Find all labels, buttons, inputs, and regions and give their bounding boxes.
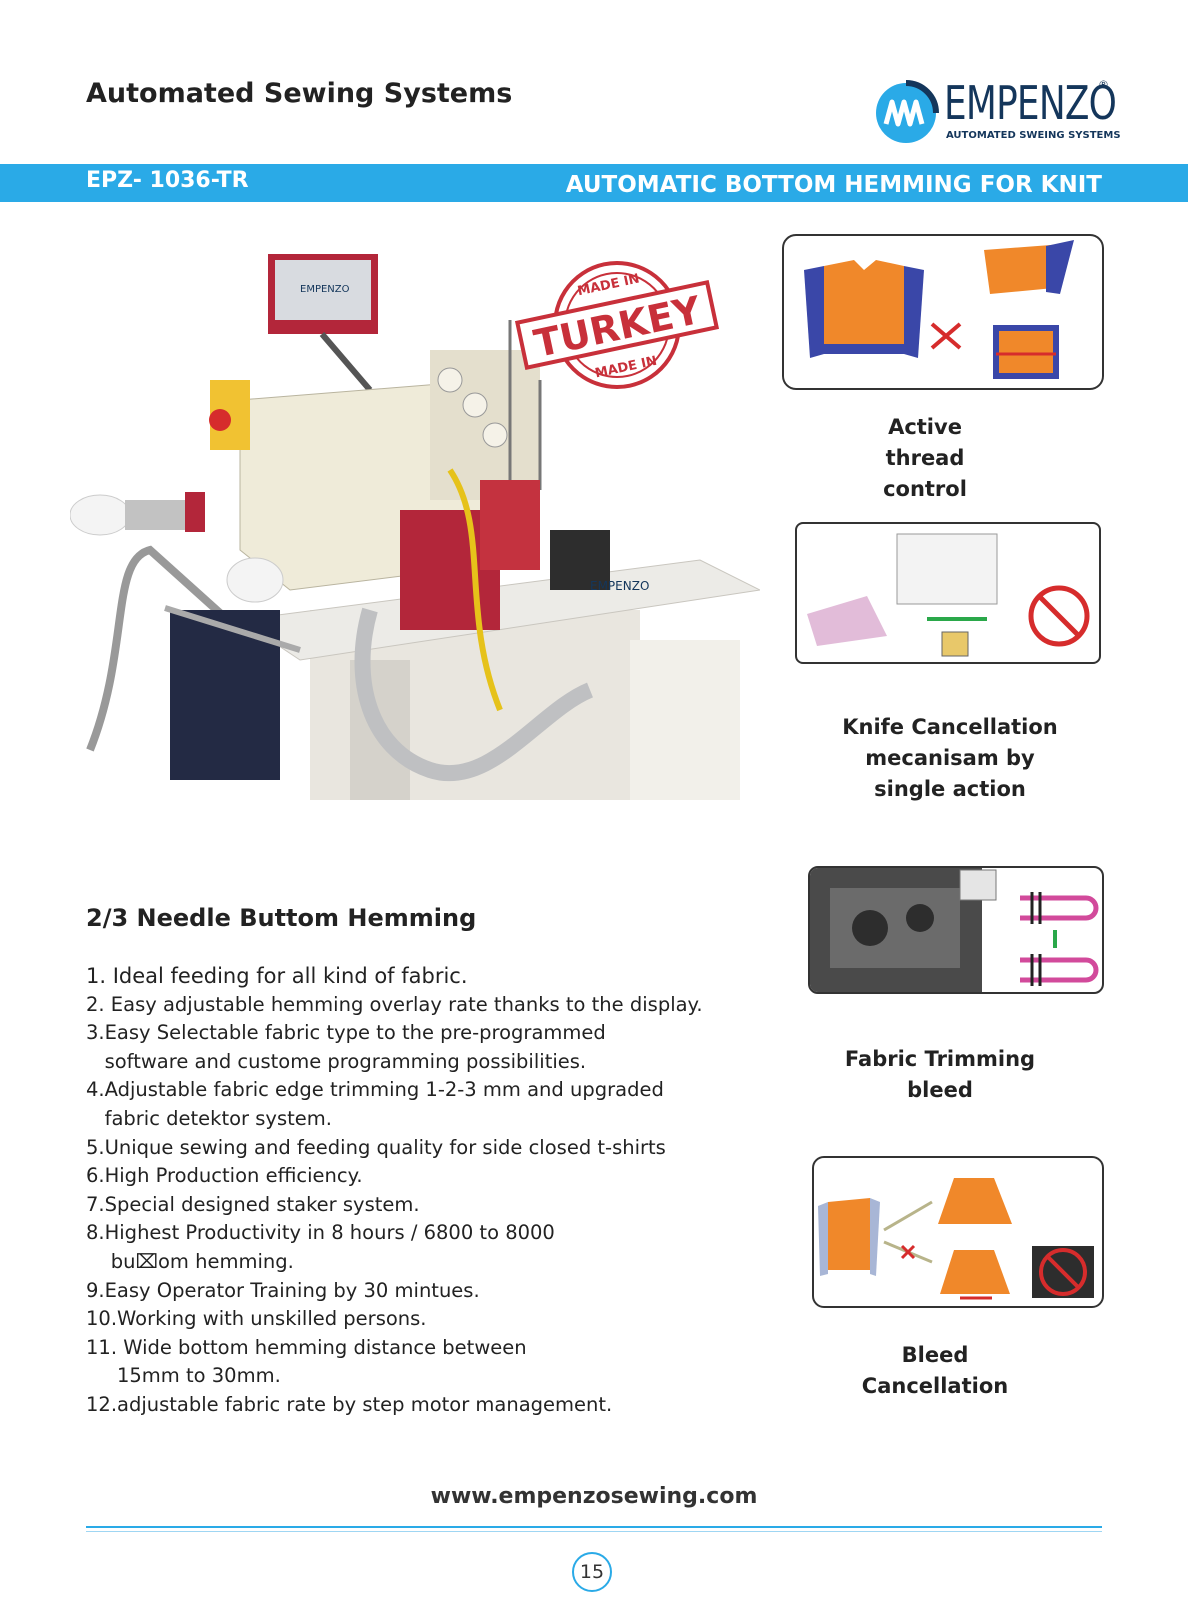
feature-image-active-thread-control <box>782 234 1104 390</box>
list-item: fabric detektor system. <box>86 1106 332 1130</box>
model-code: EPZ- 1036-TR <box>86 168 249 193</box>
title-band <box>0 164 1188 202</box>
feature-image-fabric-trimming <box>808 866 1104 994</box>
list-item: bu⌧om hemming. <box>86 1249 294 1273</box>
list-item: 11. Wide bottom hemming distance between <box>86 1335 527 1359</box>
list-item: 5.Unique sewing and feeding quality for … <box>86 1135 666 1159</box>
machine-photo: EMPENZO EMPENZO <box>70 254 760 800</box>
list-item: 4.Adjustable fabric edge trimming 1-2-3 … <box>86 1078 664 1102</box>
footer-divider <box>86 1526 1102 1528</box>
caption-knife-cancellation: Knife Cancellation mecanisam by single a… <box>842 715 1058 801</box>
footer-divider-thin <box>86 1531 1102 1532</box>
table-brand-label: EMPENZO <box>590 579 649 593</box>
made-in-turkey-stamp: TURKEY MADE IN MADE IN <box>514 261 720 389</box>
feature-list: 1. Ideal feeding for all kind of fabric.… <box>86 962 746 1420</box>
feature-image-knife-cancellation <box>795 522 1101 664</box>
shirt-thread-icon <box>804 240 1074 379</box>
product-title: AUTOMATIC BOTTOM HEMMING FOR KNIT <box>565 172 1102 198</box>
list-item: 15mm to 30mm. <box>86 1364 281 1388</box>
knife-mechanism-icon <box>807 533 1090 657</box>
list-item: 1. Ideal feeding for all kind of fabric. <box>86 964 468 988</box>
caption-active-thread-control: Active thread control <box>883 415 967 501</box>
page-number: 15 <box>572 1552 612 1592</box>
section-title: 2/3 Needle Buttom Hemming <box>86 904 477 932</box>
list-item: 12.adjustable fabric rate by step motor … <box>86 1392 613 1416</box>
list-item: software and custome programming possibi… <box>86 1049 587 1073</box>
empenzo-logo-icon <box>876 80 939 143</box>
panel-brand-label: EMPENZO <box>300 284 350 295</box>
logo-tagline: AUTOMATED SWEING SYSTEMS <box>946 130 1121 141</box>
feature-image-bleed-cancellation <box>812 1156 1104 1308</box>
caption-bleed-cancellation: Bleed Cancellation <box>861 1343 1009 1398</box>
website-link[interactable]: www.empenzosewing.com <box>430 1484 758 1509</box>
list-item: 10.Working with unskilled persons. <box>86 1307 427 1331</box>
list-item: 3.Easy Selectable fabric type to the pre… <box>86 1021 606 1045</box>
caption-fabric-trimming-bleed: Fabric Trimming bleed <box>844 1047 1036 1102</box>
list-item: 9.Easy Operator Training by 30 mintues. <box>86 1278 480 1302</box>
logo-brand-name: EMPENZO <box>944 76 1117 130</box>
list-item: 6.High Production efficiency. <box>86 1164 363 1188</box>
list-item: 7.Special designed staker system. <box>86 1192 420 1216</box>
list-item: 2. Easy adjustable hemming overlay rate … <box>86 992 703 1016</box>
trimming-closeup-icon <box>810 868 1099 992</box>
stamp-top-text: MADE IN <box>576 272 641 300</box>
bleed-shirt-icon <box>818 1178 1094 1300</box>
page-header-title: Automated Sewing Systems <box>86 78 513 109</box>
logo-registered-mark: ® <box>1098 78 1109 91</box>
list-item: 8.Highest Productivity in 8 hours / 6800… <box>86 1221 555 1245</box>
